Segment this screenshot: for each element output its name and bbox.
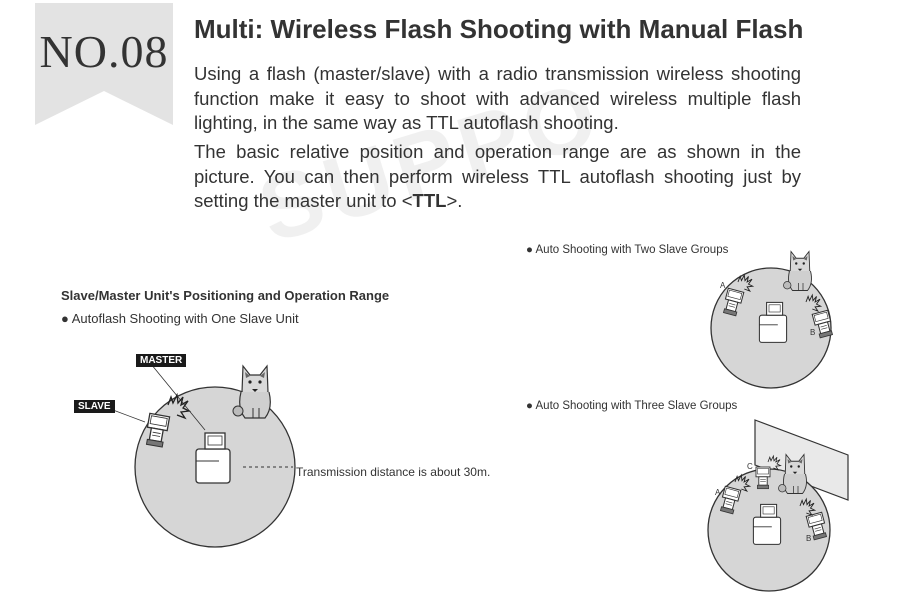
group-b-label: B [810, 328, 816, 337]
group-a-label: A [720, 281, 726, 290]
position-paragraph: The basic relative position and operatio… [194, 140, 801, 214]
ribbon-shape [35, 3, 173, 125]
intro-paragraph: Using a flash (master/slave) with a radi… [194, 63, 801, 133]
section-heading: Slave/Master Unit's Positioning and Oper… [61, 288, 390, 303]
diagram2-bullet: ● Auto Shooting with Two Slave Groups [526, 244, 729, 256]
transmission-distance-label: Transmission distance is about 30m. [296, 465, 491, 479]
position-paragraph-end: >. [446, 190, 463, 211]
one-slave-diagram [112, 363, 296, 548]
position-paragraph-text: The basic relative position and operatio… [194, 141, 801, 211]
page-title: Multi: Wireless Flash Shooting with Manu… [194, 14, 804, 44]
two-slave-diagram [710, 251, 835, 389]
group-c-label: C [747, 462, 753, 471]
slave-pointer-line [112, 409, 146, 423]
diagram1-bullet: ● Autoflash Shooting with One Slave Unit [61, 311, 299, 326]
section-number: NO.08 [39, 26, 169, 77]
three-slave-diagram [707, 419, 849, 592]
master-tag: MASTER [136, 354, 187, 367]
group-a-label: A [715, 488, 721, 497]
ttl-mode-label: TTL [412, 190, 447, 211]
section-number-ribbon: NO.08 [35, 3, 173, 125]
diagram3-bullet: ● Auto Shooting with Three Slave Groups [526, 400, 738, 412]
slave-tag: SLAVE [74, 400, 115, 413]
group-b-label: B [806, 534, 812, 543]
master-pointer-line [150, 363, 206, 431]
